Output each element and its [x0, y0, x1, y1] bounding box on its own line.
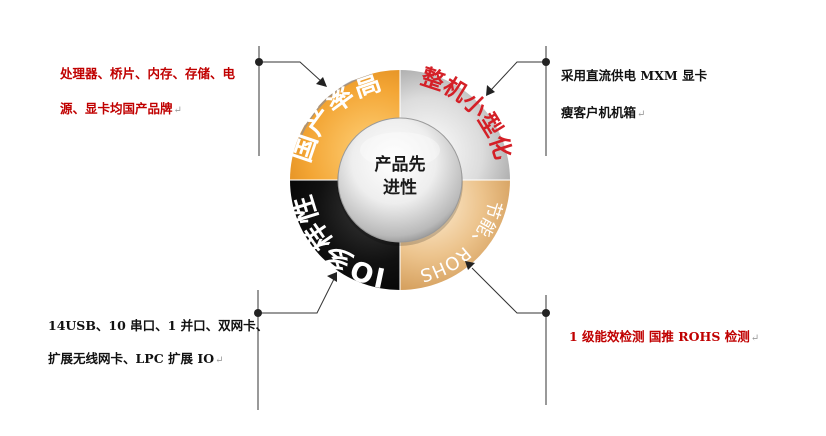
- leader-line-bottom-right: [471, 267, 546, 314]
- callout-top-left-line2: 源、显卡均国产品牌↵: [60, 101, 182, 116]
- callout-bottom-right-text1: 1 级能效检测 国推 ROHS 检测: [569, 329, 750, 344]
- callout-top-left-text2: 源、显卡均国产品牌: [60, 101, 173, 116]
- callout-bottom-left-line1: 14USB、10 串口、1 并口、双网卡、: [48, 318, 269, 333]
- callout-top-right-text2: 瘦客户机机箱: [561, 105, 637, 120]
- arrowhead-top-left: [316, 77, 327, 87]
- callout-top-right-line2: 瘦客户机机箱↵: [561, 105, 646, 120]
- callout-top-right-text1: 采用直流供电 MXM 显卡: [561, 68, 708, 83]
- center-label-line2: 进性: [383, 177, 417, 198]
- callout-bottom-left-line2: 扩展无线网卡、LPC 扩展 IO↵: [48, 351, 224, 366]
- arrowhead-bottom-left: [327, 272, 337, 282]
- leader-dot-top-left: [255, 58, 263, 66]
- callout-top-left-line1: 处理器、桥片、内存、存储、电: [60, 66, 236, 81]
- paragraph-mark: ↵: [750, 333, 760, 344]
- leader-line-top-right: [490, 61, 546, 91]
- arrowhead-bottom-right: [465, 261, 475, 270]
- arrowhead-top-right: [486, 85, 495, 96]
- callout-bottom-left-text2: 扩展无线网卡、LPC 扩展 IO: [48, 351, 215, 366]
- callout-top-right-line1: 采用直流供电 MXM 显卡: [561, 68, 708, 83]
- center-disc: [337, 117, 463, 243]
- callout-top-left-text1: 处理器、桥片、内存、存储、电: [60, 66, 236, 81]
- leader-line-top-left: [259, 61, 323, 83]
- paragraph-mark: ↵: [173, 105, 182, 116]
- leader-dot-bottom-right: [542, 309, 550, 317]
- center-label-line1: 产品先: [375, 154, 426, 175]
- callout-bottom-left-text1: 14USB、10 串口、1 并口、双网卡、: [48, 318, 269, 333]
- center-disc-gloss: [360, 132, 440, 168]
- paragraph-mark: ↵: [637, 109, 646, 120]
- paragraph-mark: ↵: [215, 355, 224, 366]
- segment-top-left-highlight: [295, 73, 373, 151]
- leader-dot-bottom-left: [254, 309, 262, 317]
- callout-bottom-right-line1: 1 级能效检测 国推 ROHS 检测↵: [569, 329, 760, 344]
- leader-dot-top-right: [542, 58, 550, 66]
- leader-line-bottom-left: [258, 278, 335, 314]
